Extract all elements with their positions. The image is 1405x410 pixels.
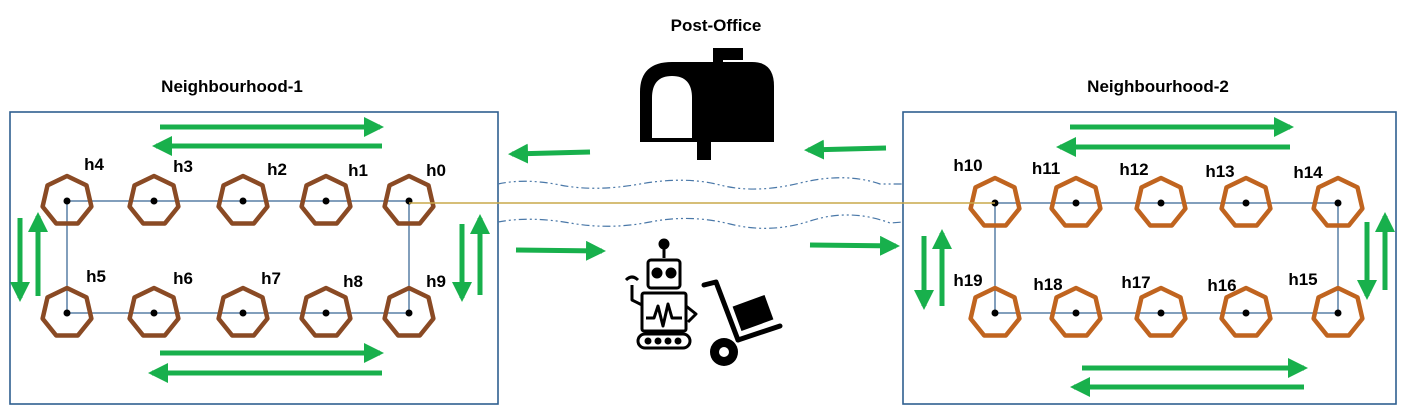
house-h10-icon — [968, 175, 1022, 228]
mid-arrow-left-1 — [508, 143, 591, 164]
house-h3-label: h3 — [173, 157, 193, 176]
house-h4-icon — [40, 173, 94, 226]
house-h17-icon — [1134, 285, 1188, 338]
house-h0-label: h0 — [426, 161, 446, 180]
house-h17-label: h17 — [1121, 273, 1150, 292]
road-dashed-lower — [497, 214, 904, 229]
road-dashed-upper — [497, 177, 903, 190]
house-h1-node — [322, 197, 330, 205]
house-h15-label: h15 — [1288, 270, 1317, 289]
house-h5-label: h5 — [86, 267, 106, 286]
house-h15-node — [1334, 309, 1342, 317]
house-h9-node — [405, 309, 413, 317]
direction-arrows — [10, 117, 1395, 397]
house-h7-icon — [216, 285, 270, 338]
house-h7-node — [239, 309, 247, 317]
mid-arrow-right-1 — [515, 240, 606, 261]
neighbourhood-1-box — [9, 111, 499, 405]
house-h2-icon — [216, 173, 270, 226]
house-h15-icon — [1311, 285, 1365, 338]
house-h0-icon — [382, 173, 436, 226]
house-h14-icon — [1311, 175, 1365, 228]
neighbourhood-2-road-loop — [994, 202, 1339, 314]
neighbourhood-1-label: Neighbourhood-1 — [161, 77, 303, 96]
house-h5-icon — [40, 285, 94, 338]
house-h6-node — [150, 309, 158, 317]
neighbourhood-2: Neighbourhood-2 h10 h11 h12 h13 h14 h19 h18 h17… — [902, 77, 1397, 405]
house-h5-node — [63, 309, 71, 317]
house-h14-label: h14 — [1293, 163, 1323, 182]
house-h16-label: h16 — [1207, 276, 1236, 295]
house-h3-icon — [127, 173, 181, 226]
mailbox-icon — [640, 48, 774, 160]
house-h14-node — [1334, 199, 1342, 207]
neighbourhood-2-label: Neighbourhood-2 — [1087, 77, 1229, 96]
house-h13-icon — [1219, 175, 1273, 228]
house-h1-label: h1 — [348, 161, 368, 180]
inter-neighbourhood-road — [409, 177, 995, 229]
hand-truck-icon — [701, 279, 783, 366]
post-office-title: Post-Office — [671, 16, 762, 35]
neighbourhood-1: Neighbourhood-1 h4 h3 h2 h1 h0 h5 h6 h7 h8 h9 — [9, 77, 499, 405]
house-h13-label: h13 — [1205, 162, 1234, 181]
house-h11-node — [1072, 199, 1080, 207]
houses-n2: h10 h11 h12 h13 h14 h19 h18 h17 h16 h15 — [953, 156, 1365, 338]
house-h8-icon — [299, 285, 353, 338]
house-h11-icon — [1049, 175, 1103, 228]
house-h12-icon — [1134, 175, 1188, 228]
neighbourhood-1-road-loop — [66, 200, 410, 314]
house-h18-label: h18 — [1033, 275, 1062, 294]
house-h8-node — [322, 309, 330, 317]
robot-icon — [624, 238, 698, 350]
house-h2-node — [239, 197, 247, 205]
mid-arrow-left-2 — [804, 139, 887, 160]
house-h8-label: h8 — [343, 272, 363, 291]
house-h10-label: h10 — [953, 156, 982, 175]
house-h12-label: h12 — [1119, 160, 1148, 179]
house-h9-label: h9 — [426, 272, 446, 291]
house-h19-node — [991, 309, 999, 317]
house-h6-icon — [127, 285, 181, 338]
house-h18-icon — [1049, 285, 1103, 338]
house-h18-node — [1072, 309, 1080, 317]
house-h11-label: h11 — [1032, 159, 1060, 178]
house-h6-label: h6 — [173, 269, 193, 288]
houses-n1: h4 h3 h2 h1 h0 h5 h6 h7 h8 h9 — [40, 155, 446, 338]
house-h3-node — [150, 197, 158, 205]
house-h16-node — [1242, 309, 1250, 317]
house-h19-label: h19 — [953, 271, 982, 290]
house-h7-label: h7 — [261, 269, 281, 288]
house-h2-label: h2 — [267, 160, 287, 179]
house-h17-node — [1157, 309, 1165, 317]
house-h19-icon — [968, 285, 1022, 338]
house-h16-icon — [1219, 285, 1273, 338]
house-h12-node — [1157, 199, 1165, 207]
neighbourhood-2-box — [902, 111, 1397, 405]
house-h4-node — [63, 197, 71, 205]
mid-arrow-right-2 — [809, 235, 900, 256]
house-h4-label: h4 — [84, 155, 104, 174]
house-h9-icon — [382, 285, 436, 338]
house-h13-node — [1242, 199, 1250, 207]
house-h1-icon — [299, 173, 353, 226]
